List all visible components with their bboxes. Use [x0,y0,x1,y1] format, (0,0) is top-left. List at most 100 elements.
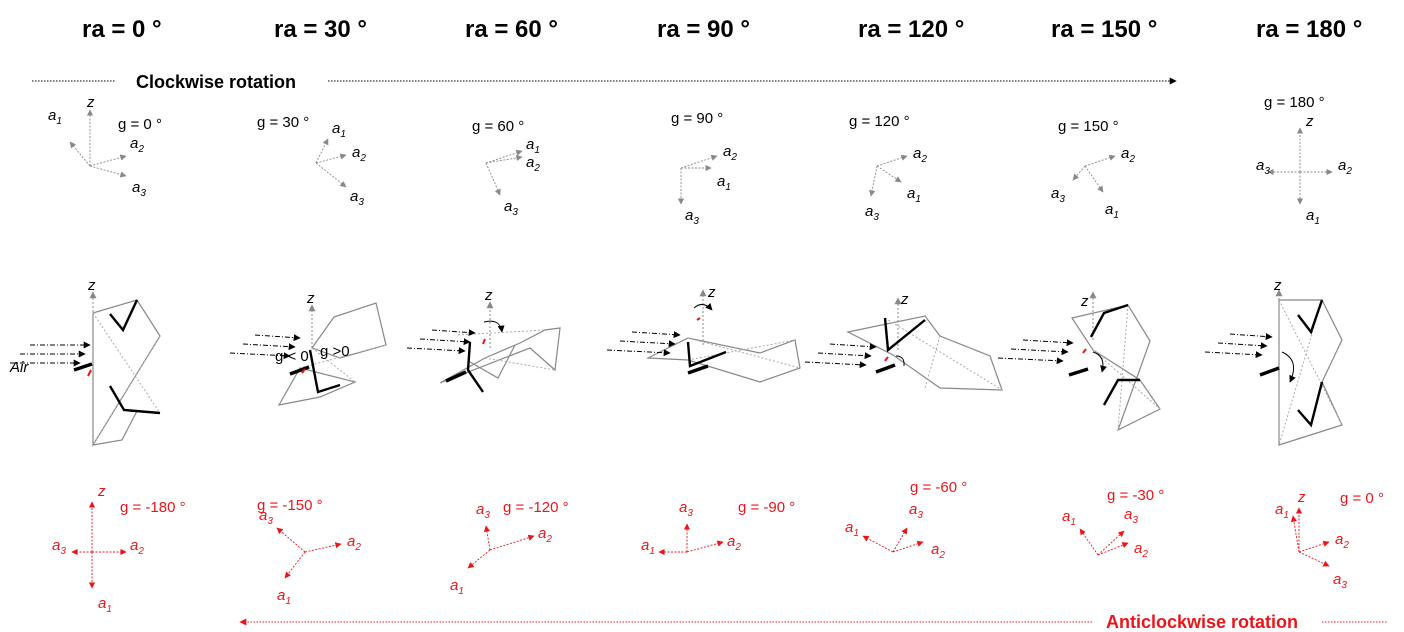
axis-arrow [1290,515,1300,553]
axis-label: a1 [641,537,655,557]
axis-arrow [276,527,306,553]
axis-label: a2 [1338,157,1352,177]
gamma-label: g = 0 ° [1340,490,1384,507]
axis-label: a1 [98,595,112,615]
axis-label: a3 [1256,157,1270,177]
gamma-label: g = 60 ° [472,118,524,135]
axis-label: a1 [526,136,540,156]
gamma-bottom-labels: g = -180 ° g = -150 ° g = -120 ° g = -90… [120,479,1384,516]
axis-arrow [315,153,347,164]
axis-arrow [284,551,306,579]
gamma-label: g = -180 ° [120,499,186,516]
axis-arrow [1079,528,1099,556]
axis-label: a2 [352,144,366,164]
gamma-label: g = -90 ° [738,499,795,516]
axis-label: a3 [679,499,693,519]
svg-text:z: z [306,290,315,307]
axis-arrow [485,149,523,164]
axis-label: a3 [504,198,518,218]
svg-text:z: z [484,287,493,304]
gamma-label: g = 90 ° [671,110,723,127]
ra-header: ra = 180 ° [1256,16,1362,43]
blade-sketches: z 3 2 1 1 2 3 Air z [9,277,1343,448]
axis-label: a2 [526,154,540,174]
axis-label: a2 [347,533,361,553]
blade-panel: z [1204,277,1343,446]
axis-arrow [892,540,924,553]
axis-arrow [483,525,491,551]
axis-arrow [862,535,894,553]
axis-arrow [89,154,127,167]
gamma-top-labels: g = 0 ° g = 30 ° g = 60 ° g = 90 ° g = 1… [118,94,1325,135]
axis-label: a1 [332,120,346,140]
axis-label: a1 [450,577,464,597]
blade-panel: z [804,291,1003,391]
axis-label: a1 [717,173,731,193]
anticlockwise-arrow: Anticlockwise rotation [239,612,1388,632]
axis-label: a3 [1124,506,1138,526]
axis-label: a3 [1051,185,1065,205]
axis-arrow [1084,165,1104,193]
svg-text:1: 1 [154,310,159,320]
axis-triad: a2 a1 a3 [677,143,737,227]
axis-triad: a2 a3 a1 [845,501,945,561]
axis-arrow [869,165,878,197]
axis-label: a1 [845,519,859,539]
svg-text:g >0: g >0 [320,343,350,360]
axis-label: a3 [685,207,699,227]
svg-text:z: z [1273,277,1282,294]
axis-label: a3 [476,501,490,521]
gamma-label: g = 120 ° [849,113,910,130]
blade-panel: z [406,287,561,393]
gamma-label: g = -60 ° [910,479,967,496]
axis-arrow [892,527,908,553]
gamma-label: g = -150 ° [257,497,323,514]
axis-arrow [485,162,501,196]
axis-label: a2 [913,145,927,165]
axis-label: z [97,483,106,500]
axis-label: a2 [130,135,144,155]
axis-arrow [680,154,718,169]
axis-triad: a1 a2 a3 [315,120,366,208]
air-label: Air [9,359,29,376]
axis-arrow [1298,540,1330,553]
axis-triads: za1a2a3a1a2a3a1a2a3a2a1a3a2a1a3a2a1a3za2… [48,94,1352,615]
axis-label: a1 [907,185,921,205]
gamma-label: g = -30 ° [1107,487,1164,504]
clockwise-label: Clockwise rotation [136,72,296,92]
ra-header: ra = 30 ° [274,16,367,43]
svg-text:z: z [900,291,909,308]
svg-text:2: 2 [138,384,143,394]
anticlockwise-label: Anticlockwise rotation [1106,612,1298,632]
axis-label: a2 [723,143,737,163]
blade-panel: z [997,291,1161,432]
axis-label: a1 [1275,501,1289,521]
axis-label: a2 [538,525,552,545]
axis-arrow [876,154,908,167]
axis-arrow [1298,551,1330,567]
ra-header: ra = 150 ° [1051,16,1157,43]
ra-header: ra = 120 ° [858,16,964,43]
axis-label: a3 [909,501,923,521]
ra-header: ra = 90 ° [657,16,750,43]
gamma-label: g = 150 ° [1058,118,1119,135]
axis-arrow [315,162,347,188]
axis-label: z [86,94,95,111]
axis-label: z [1297,489,1306,506]
axis-label: a3 [350,188,364,208]
axis-arrow [686,540,724,553]
axis-arrow [1084,154,1116,167]
axis-arrow [69,141,91,167]
axis-label: a2 [1121,145,1135,165]
axis-label: a2 [931,541,945,561]
svg-text:z: z [1080,293,1089,310]
axis-arrow [1072,165,1086,181]
axis-label: a1 [277,587,291,607]
